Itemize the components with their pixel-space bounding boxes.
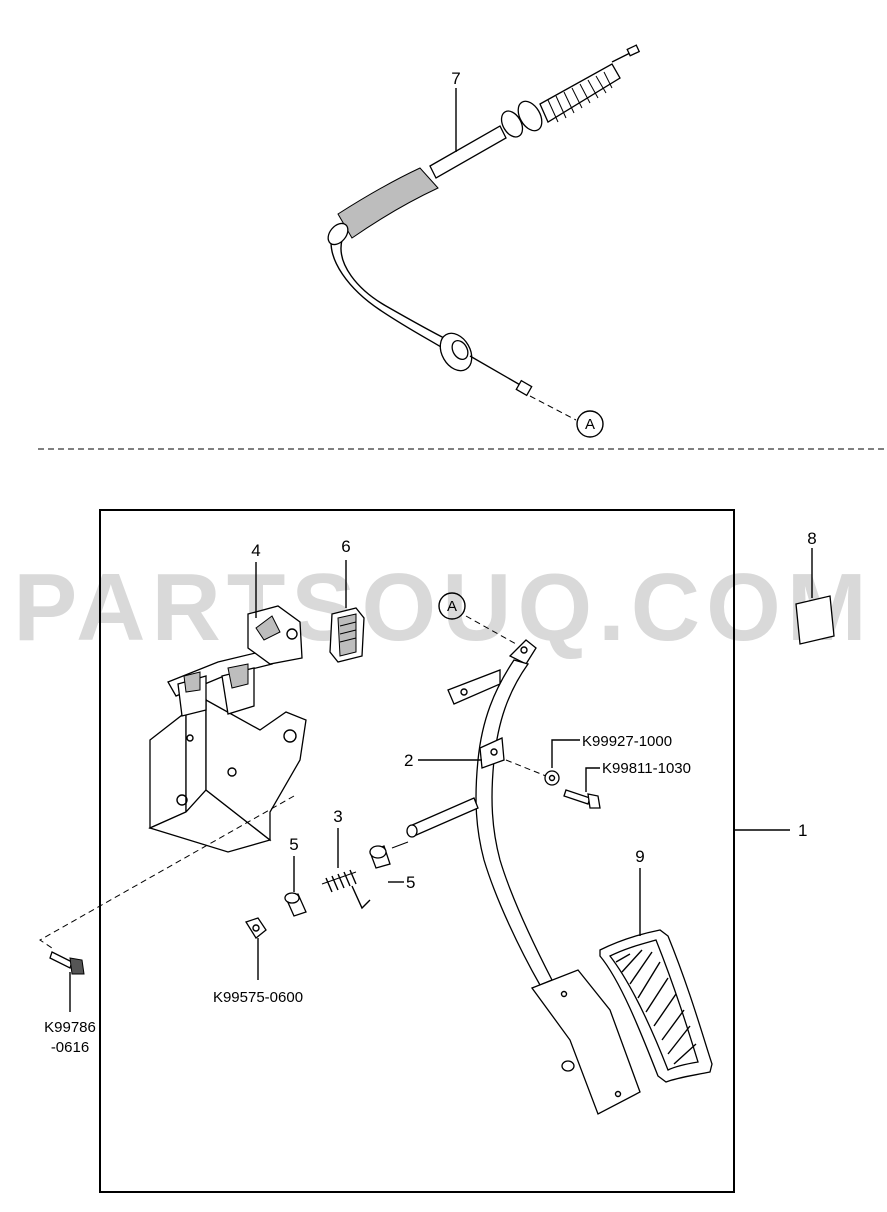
bolt-right[interactable] <box>563 789 601 809</box>
pedal-pad-inner <box>609 939 699 1071</box>
cable-line-inner <box>340 239 449 341</box>
pedal-pad-part-8[interactable] <box>795 595 835 645</box>
bracket-block-shade <box>183 671 201 693</box>
spring-leg <box>351 885 371 910</box>
cable-sleeve <box>429 125 507 179</box>
bolt-left[interactable] <box>49 951 85 975</box>
leader-washer <box>551 739 580 768</box>
pedal-pivot-shaft <box>409 797 479 837</box>
cable-end-tip <box>626 44 641 57</box>
pedal-arm-shaft <box>475 659 553 986</box>
washer-hole <box>548 774 556 782</box>
callout-5a: 5 <box>289 835 298 854</box>
cable-line <box>330 233 447 351</box>
stopper-face <box>337 613 357 657</box>
cable-grommet-inner <box>451 340 469 360</box>
leader-bracket-bolt <box>39 795 295 949</box>
cable-inner-wire <box>469 355 523 387</box>
part-code-bolt-right: K99811-1030 <box>602 760 691 777</box>
callout-4: 4 <box>251 541 260 560</box>
pedal-arm-lug <box>479 737 505 769</box>
part-code-clip: K99575-0600 <box>213 989 303 1006</box>
leader-ref-a-top <box>529 395 577 421</box>
bolt-left-shank <box>49 951 73 969</box>
bracket-hole-right <box>283 729 297 743</box>
bushing-left[interactable] <box>284 892 307 917</box>
bushing-right[interactable] <box>369 845 391 869</box>
pedal-plate-hole-bottom <box>614 1090 622 1098</box>
cable-casing <box>337 167 439 239</box>
pedal-arm-eye-hole <box>520 646 528 654</box>
clip[interactable] <box>245 917 267 939</box>
pedal-pivot-shaft-end <box>406 824 418 838</box>
bracket-top-plate-shade <box>255 615 281 641</box>
pedal-bracket[interactable] <box>148 605 307 853</box>
washer[interactable] <box>544 770 560 786</box>
bracket-hole-top <box>186 734 194 742</box>
part-code-bolt-left-1: K99786 <box>44 1019 96 1036</box>
return-spring[interactable] <box>321 869 371 910</box>
callout-2: 2 <box>404 751 413 770</box>
cable-adjuster-nut-2 <box>500 110 524 138</box>
leader-bolt-right <box>585 767 600 792</box>
bushing-left-top <box>284 892 300 904</box>
bracket-block-shade-2 <box>227 663 249 689</box>
bolt-right-head <box>587 793 601 809</box>
bracket-top-hole <box>286 628 298 640</box>
bolt-left-head <box>69 957 85 975</box>
pedal-plate <box>530 969 641 1115</box>
accelerator-pedal-arm[interactable] <box>406 639 641 1115</box>
ref-marker-a-top <box>576 410 604 438</box>
accelerator-cable[interactable] <box>324 44 641 397</box>
bracket-hole-mid <box>227 767 237 777</box>
ref-marker-a-bottom <box>438 592 466 620</box>
callout-7: 7 <box>451 69 460 88</box>
clip-hole <box>252 924 260 932</box>
part-code-bolt-left-2: -0616 <box>51 1039 89 1056</box>
leader-2-washer <box>505 759 547 777</box>
cable-wire-end <box>515 379 533 397</box>
watermark: PARTSOUQ.COM <box>13 554 873 661</box>
pedal-pad[interactable] <box>599 929 713 1083</box>
bushing-right-top <box>369 845 387 859</box>
ref-marker-a-top-label: A <box>585 416 595 433</box>
bracket-side-right <box>205 698 307 842</box>
callout-3: 3 <box>333 807 342 826</box>
clip-body <box>245 917 267 939</box>
pedal-plate-stud <box>561 1060 575 1072</box>
pedal-arm-lug-hole <box>490 748 498 756</box>
ref-marker-a-bottom-label: A <box>447 598 457 615</box>
assembly-frame <box>99 509 735 1193</box>
pedal-stopper[interactable] <box>329 607 365 663</box>
bracket-hole-left <box>176 794 188 806</box>
cable-collar <box>327 222 349 246</box>
pedal-plate-hole-top <box>560 990 568 998</box>
cable-adjuster-nut <box>517 100 543 132</box>
callout-1: 1 <box>798 821 807 840</box>
shaft-link-line <box>391 841 409 849</box>
callout-8: 8 <box>807 529 816 548</box>
bolt-right-shank <box>563 789 591 805</box>
callout-9: 9 <box>635 847 644 866</box>
part-code-washer: K99927-1000 <box>582 733 672 750</box>
bracket-side-left <box>149 710 187 830</box>
callout-6: 6 <box>341 537 350 556</box>
cable-boot <box>539 63 621 123</box>
callout-5b: 5 <box>406 873 415 892</box>
pedal-arm-tab-hole <box>460 688 468 696</box>
